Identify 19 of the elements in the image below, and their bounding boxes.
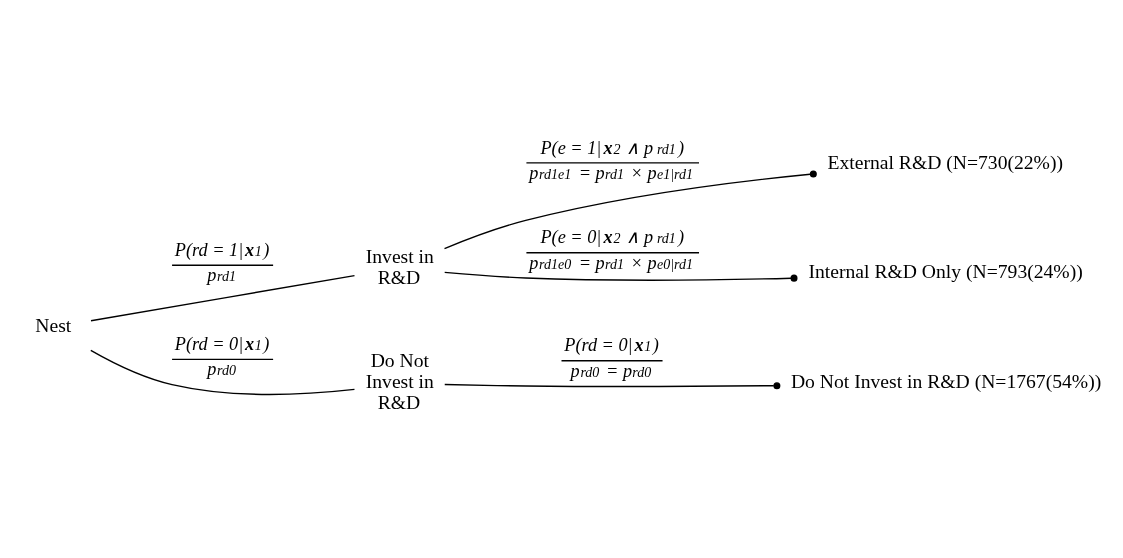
connector (444, 382, 781, 390)
connector (90, 274, 356, 322)
node-text: Internal R&D Only (N=793(24%)) (808, 259, 1083, 282)
connector (443, 170, 817, 250)
edge-label: P(rd = 0|x1) (564, 335, 659, 356)
node-text: Nest (35, 314, 72, 337)
edge-label: prd1e0 = prd1 × pe0|rd1 (529, 252, 693, 273)
node-text: Do Not Invest in R&D (N=1767(54%)) (790, 370, 1102, 393)
edge-label: P(rd = 0|x1) (174, 334, 270, 355)
edge-label: prd0 = prd0 (570, 360, 652, 381)
connector (90, 349, 356, 395)
node-text: External R&D (N=730(22%)) (827, 151, 1064, 174)
edge-label: prd0 (207, 359, 236, 380)
connector (444, 271, 798, 282)
edge-label: prd1e1 = prd1 × pe1|rd1 (529, 162, 693, 183)
node-text: Do Not Invest in R&D (365, 349, 434, 414)
node-text: Invest in R&D (365, 244, 434, 288)
edge-label: prd1 (207, 265, 236, 286)
edge-label: P(rd = 1|x1) (174, 240, 270, 261)
